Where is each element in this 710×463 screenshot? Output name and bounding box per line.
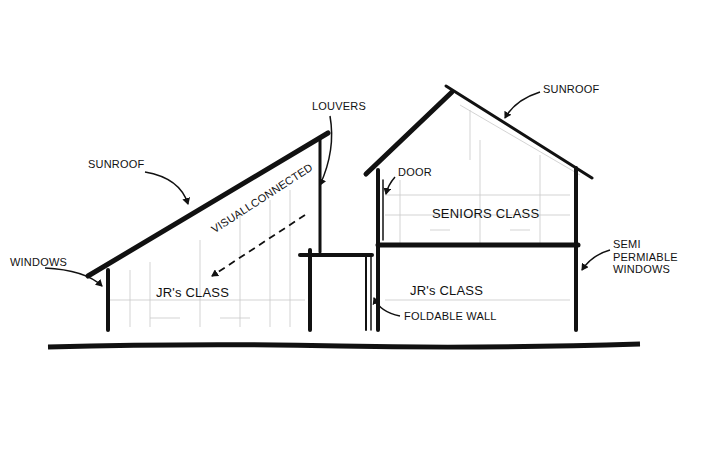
- section-label: SUNROOF: [88, 158, 144, 171]
- section-label: FOLDABLE WALL: [404, 310, 497, 323]
- structure: [88, 86, 592, 330]
- section-label: SENIORS CLASS: [432, 207, 539, 222]
- underlay: [110, 105, 580, 327]
- section-label: WINDOWS: [10, 256, 67, 269]
- section-label: SEMI PERMIABLE WINDOWS: [613, 238, 705, 276]
- leader-lines: [45, 92, 610, 316]
- section-label: SUNROOF: [543, 83, 599, 96]
- section-label: LOUVERS: [312, 100, 366, 113]
- section-label: JR's CLASS: [410, 284, 483, 299]
- section-label: DOOR: [398, 166, 432, 179]
- section-label: JR's CLASS: [156, 286, 229, 301]
- ground-line: [48, 344, 640, 347]
